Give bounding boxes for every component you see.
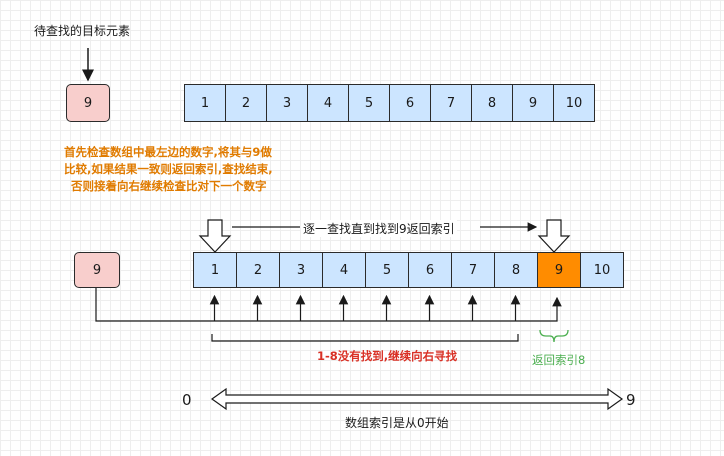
top-cell-7: 7 [430,84,472,122]
index-note: 数组索引是从0开始 [345,416,449,430]
bottom-cell-5: 5 [365,252,409,288]
index-double-arrow [210,387,624,411]
description-line-3: 否则接着向右继续检查比对下一个数字 [71,179,267,193]
bottom-cell-2: 2 [236,252,280,288]
top-cell-8: 8 [471,84,513,122]
search-label: 逐一查找直到找到9返回索引 [301,220,457,237]
bottom-cell-9: 9 [537,252,581,288]
bottom-cell-3: 3 [279,252,323,288]
top-cell-10: 10 [553,84,595,122]
index-end: 9 [626,391,636,409]
description-line-2: 比较,如果结果一致则返回索引,查找结束, [64,162,273,176]
compare-arrows [209,294,521,321]
bottom-cell-6: 6 [408,252,452,288]
top-cell-6: 6 [389,84,431,122]
bottom-cell-10: 10 [580,252,624,288]
top-cell-3: 3 [266,84,308,122]
not-found-label: 1-8没有找到,继续向右寻找 [317,349,458,363]
return-brace [539,329,569,343]
target-title: 待查找的目标元素 [34,24,131,38]
return-label: 返回索引8 [532,353,586,367]
start-hollow-arrow [198,219,232,253]
range-bracket [211,334,519,342]
top-cell-5: 5 [348,84,390,122]
bottom-cell-8: 8 [494,252,538,288]
top-cell-9: 9 [512,84,554,122]
bottom-cell-1: 1 [193,252,237,288]
bottom-cell-4: 4 [322,252,366,288]
top-cell-4: 4 [307,84,349,122]
target-element-top: 9 [66,84,110,122]
compare-line [95,288,562,322]
target-element-bottom: 9 [74,252,120,288]
description-line-1: 首先检查数组中最左边的数字,将其与9做 [64,145,272,159]
top-cell-1: 1 [184,84,226,122]
top-cell-2: 2 [225,84,267,122]
index-start: 0 [182,391,192,409]
bottom-cell-7: 7 [451,252,495,288]
found-hollow-arrow [537,219,571,253]
